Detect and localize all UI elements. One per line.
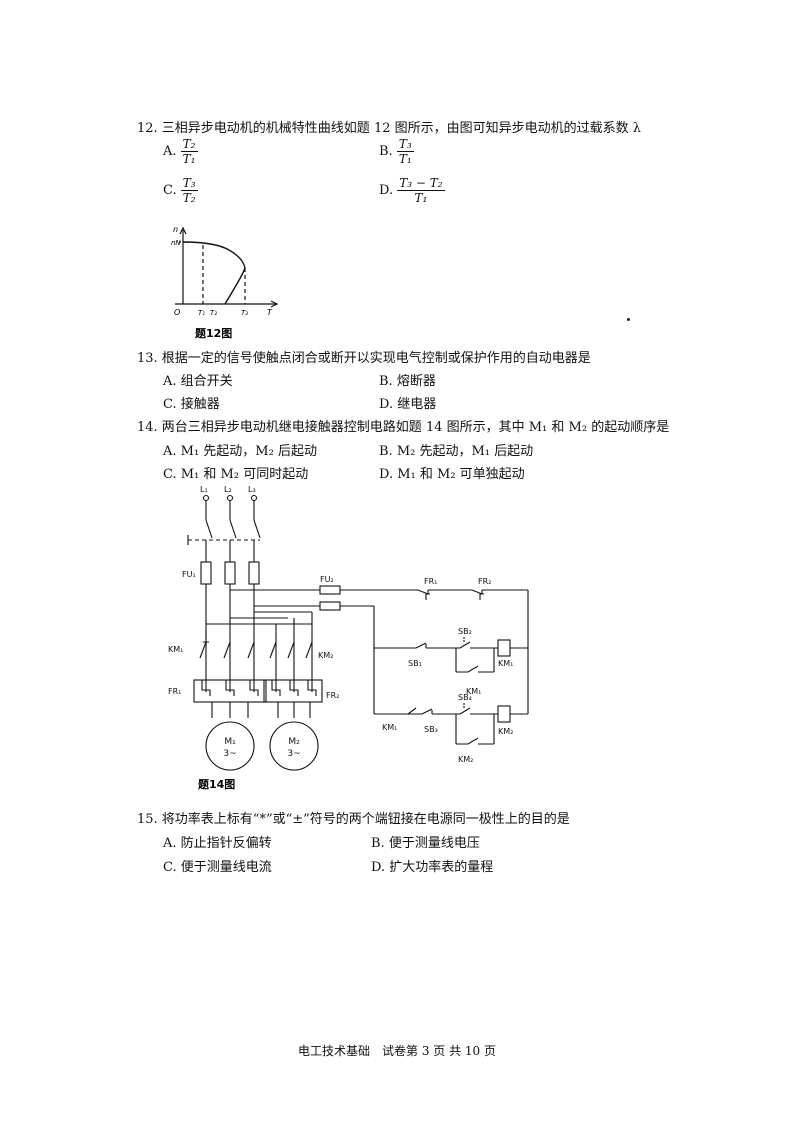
numerator: T₃ — [396, 137, 414, 152]
label-FR1: FR₁ — [168, 687, 181, 696]
label-L1: L₁ — [200, 485, 208, 494]
q14-option-a: A. M₁ 先起动，M₂ 后起动 — [163, 444, 317, 459]
figure-caption: 题12图 — [195, 327, 232, 340]
label-KM1-coil: KM₁ — [498, 659, 513, 668]
label-L3: L₃ — [248, 485, 256, 494]
numerator: T₃ − T₂ — [397, 176, 445, 191]
page-footer: 电工技术基础 试卷第 3 页 共 10 页 — [298, 1044, 496, 1058]
axis-t-label: T — [267, 308, 273, 317]
label-KM2-hold: KM₂ — [458, 755, 473, 764]
label-SB4: SB₄ — [458, 693, 472, 702]
t3-label: T₃ — [241, 309, 248, 317]
q14-option-c: C. M₁ 和 M₂ 可同时起动 — [163, 467, 309, 482]
motor-M2-label: M₂ — [288, 737, 300, 747]
q13-option-c: C. 接触器 — [163, 397, 220, 412]
t2-label: T₂ — [210, 309, 217, 317]
numerator: T₃ — [180, 176, 198, 191]
label-KM2-coil: KM₂ — [498, 727, 513, 736]
q15-option-d: D. 扩大功率表的量程 — [371, 860, 494, 875]
q13-option-a: A. 组合开关 — [163, 374, 233, 389]
option-letter: C. — [163, 183, 177, 198]
label-KM1-main: KM₁ — [168, 645, 183, 654]
label-L2: L₂ — [224, 485, 232, 494]
q15-option-a: A. 防止指针反偏转 — [163, 836, 272, 851]
denominator: T₁ — [182, 152, 196, 166]
label-SB2: SB₂ — [458, 627, 472, 636]
q14-circuit-figure: L₁ L₂ L₃ FU₁ FU₂ KM₁ KM₂ FR₁ FR₂ FR₁ FR₂… — [168, 485, 529, 791]
motor-M2-phase: 3~ — [287, 749, 300, 759]
origin-label: O — [174, 308, 180, 317]
label-SB3: SB₃ — [424, 725, 438, 734]
axis-n-label: n — [173, 225, 178, 234]
q13-stem: 13. 根据一定的信号使触点闭合或断开以实现电气控制或保护作用的自动电器是 — [137, 351, 591, 366]
q15-option-b: B. 便于测量线电压 — [371, 836, 480, 851]
label-KM1-interlock: KM₁ — [382, 723, 397, 732]
q14-option-b: B. M₂ 先起动，M₁ 后起动 — [379, 444, 534, 459]
figure-caption: 题14图 — [198, 778, 235, 791]
t1-label: T₁ — [198, 309, 205, 317]
q15-stem: 15. 将功率表上标有“*”或“±”符号的两个端钮接在电源同一极性上的目的是 — [137, 812, 570, 827]
q14-option-d: D. M₁ 和 M₂ 可单独起动 — [379, 467, 525, 482]
label-FR1-contact: FR₁ — [424, 577, 437, 586]
denominator: T₁ — [398, 152, 412, 166]
nN-label: nN — [171, 239, 181, 247]
q13-option-b: B. 熔断器 — [379, 374, 436, 389]
label-KM1-hold: KM₁ — [466, 687, 481, 696]
label-FR2: FR₂ — [326, 691, 339, 700]
denominator: T₂ — [182, 191, 196, 205]
label-SB1: SB₁ — [408, 659, 422, 668]
option-letter: D. — [379, 183, 394, 198]
motor-M1-phase: 3~ — [223, 749, 236, 759]
q13-option-d: D. 继电器 — [379, 397, 437, 412]
q15-option-c: C. 便于测量线电流 — [163, 860, 272, 875]
stray-dot — [627, 318, 630, 321]
label-FU1: FU₁ — [182, 570, 196, 579]
denominator: T₁ — [414, 191, 428, 205]
label-FU2: FU₂ — [320, 575, 334, 584]
numerator: T₂ — [180, 137, 198, 152]
option-letter: B. — [379, 144, 393, 159]
q14-stem: 14. 两台三相异步电动机继电接触器控制电路如题 14 图所示，其中 M₁ 和 … — [137, 420, 670, 435]
motor-M1-label: M₁ — [224, 737, 236, 747]
label-KM2-main: KM₂ — [318, 651, 333, 660]
q12-stem: 12. 三相异步电动机的机械特性曲线如题 12 图所示，由图可知异步电动机的过载… — [137, 121, 641, 136]
label-FR2-contact: FR₂ — [478, 577, 491, 586]
q12-figure: n nN O T₁ T₂ T₃ T 题12图 — [171, 225, 279, 340]
option-letter: A. — [163, 144, 177, 159]
